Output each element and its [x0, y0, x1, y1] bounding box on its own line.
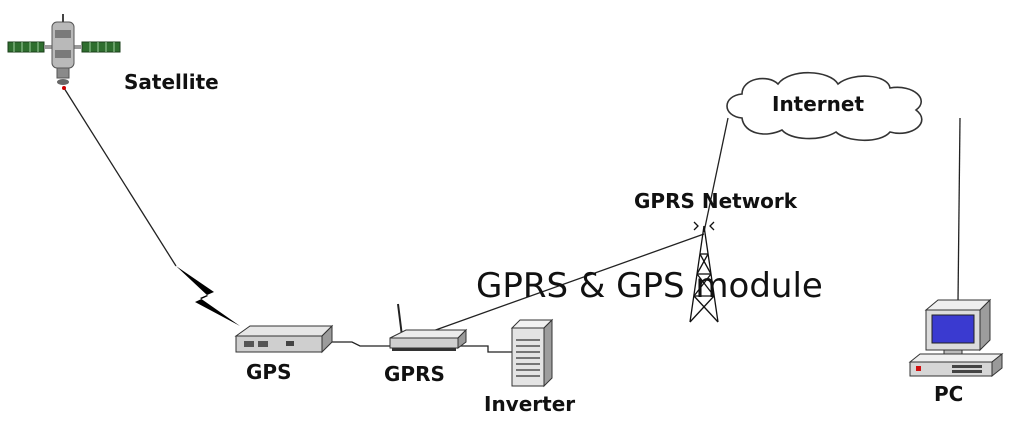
lightning-icon — [176, 266, 240, 326]
pc-icon — [908, 298, 1004, 378]
connections — [63, 87, 961, 353]
cloud-to-pc-line — [957, 117, 961, 303]
inverter-label: Inverter — [484, 392, 576, 416]
internet-label: Internet — [772, 92, 865, 116]
gprs-to-inverter-line — [460, 345, 512, 353]
gps-to-gprs-line — [326, 341, 390, 347]
satellite-icon — [7, 14, 121, 90]
satellite-link-line — [63, 87, 177, 267]
gps-label: GPS — [246, 360, 292, 384]
tower-to-cloud-line — [703, 117, 729, 233]
gps-receiver-icon — [234, 324, 334, 354]
gprs-router-icon — [389, 303, 468, 351]
pc-label: PC — [934, 382, 964, 406]
gprs-network-label: GPRS Network — [634, 189, 798, 213]
satellite-label: Satellite — [124, 70, 219, 94]
module-title: GPRS & GPS module — [476, 266, 823, 306]
tower-icon — [689, 221, 719, 323]
gprs-label: GPRS — [384, 362, 445, 386]
gprs-to-tower-line — [429, 233, 705, 333]
inverter-icon — [510, 318, 554, 388]
cloud-icon — [726, 72, 923, 142]
